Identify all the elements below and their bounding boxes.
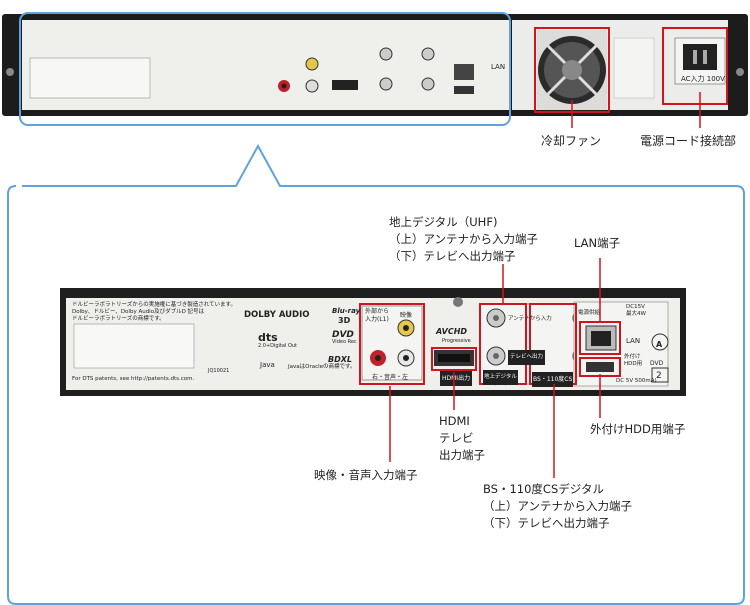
ant-in-label: アンテナから入力 (508, 316, 552, 322)
zoomed-panel: ドルビーラボラトリーズからの実施権に基づき製造されています。 Dolby、ドルビ… (60, 288, 686, 396)
tv-out-label: テレビへ出力 (508, 350, 546, 365)
audio-label: 右・音声・左 (372, 374, 409, 381)
label-hdmi-3: 出力端子 (439, 448, 485, 462)
terrestrial-label: 地上デジタル (483, 370, 518, 385)
notice-line-2: Dolby、ドルビー、Dolby Audio及びダブルD 記号は (72, 309, 205, 315)
dts-patent-note: For DTS patents, see http://patents.dts.… (72, 376, 195, 382)
power-supply-label: 電源供給 (578, 310, 601, 316)
label-av-input: 映像・音声入力端子 (314, 468, 418, 482)
top-lan-text: LAN (491, 63, 506, 71)
label-ext-hdd: 外付けHDD用端子 (590, 422, 686, 436)
label-hdmi-1: HDMI (439, 414, 470, 428)
label-uhf-1: 地上デジタル（UHF) (389, 215, 498, 229)
ext-hdd-line-1: 外付け (624, 354, 641, 360)
label-bs-3: （下）テレビへ出力端子 (483, 516, 610, 530)
progressive-label: Progressive (442, 338, 471, 344)
hdmi-out-label: HDMI出力 (440, 371, 473, 386)
uhf-small-label: (UHF) (494, 382, 507, 387)
bs-cs-label: BS・110度CS (532, 372, 574, 387)
notice-line-3: ドルビーラボラトリーズの商標です。 (72, 316, 165, 322)
bluray-logo: Blu-ray (332, 307, 361, 315)
label-hdmi-2: テレビ (439, 431, 474, 445)
bdxl-logo: BDXL (328, 355, 353, 364)
label-power-connector: 電源コード接続部 (640, 134, 737, 148)
bd3d-logo: 3D (338, 316, 351, 325)
a-mark: A (656, 340, 663, 349)
num2-mark: 2 (656, 371, 662, 381)
dolby-audio-logo: DOLBY AUDIO (244, 310, 310, 320)
lan-panel-label: LAN (626, 337, 641, 345)
jqa-mark: JQ10021 (208, 368, 230, 374)
device-rear-strip: AC入力 100V LAN (0, 12, 750, 118)
dvd-logo: DVD (332, 330, 354, 340)
ext-hdd-line-2: HDD用 (624, 361, 643, 367)
label-cooling-fan: 冷却ファン (541, 134, 602, 148)
label-bs-2: （上）アンテナから入力端子 (483, 499, 633, 513)
avchd-logo: AVCHD (436, 327, 468, 336)
dc-line-2: 最大4W (626, 311, 646, 317)
dc-line-1: DC15V (626, 304, 645, 310)
top-ac-text: AC入力 100V (681, 75, 725, 83)
ext-in-line-2: 入力(L1) (365, 316, 389, 323)
dc5v-label: DC 5V 500mA) (616, 378, 657, 384)
dvd-sub: Video Rec (332, 339, 357, 345)
notice-line-1: ドルビーラボラトリーズからの実施権に基づき製造されています。 (72, 302, 237, 308)
java-logo: Java (260, 361, 275, 369)
label-lan: LAN端子 (574, 236, 621, 250)
label-bs-1: BS・110度CSデジタル (483, 482, 605, 496)
java-note: JavaはOracleの商標です。 (288, 364, 356, 370)
ext-in-line-1: 外部から (365, 308, 390, 315)
dts-logo: dts (258, 331, 278, 344)
label-uhf-3: （下）テレビへ出力端子 (389, 249, 516, 263)
label-uhf-2: （上）アンテナから入力端子 (389, 232, 539, 246)
dts-sub: 2.0+Digital Out (258, 343, 298, 349)
video-label: 映像 (400, 312, 413, 319)
dvd-mark: DVD (650, 360, 664, 367)
